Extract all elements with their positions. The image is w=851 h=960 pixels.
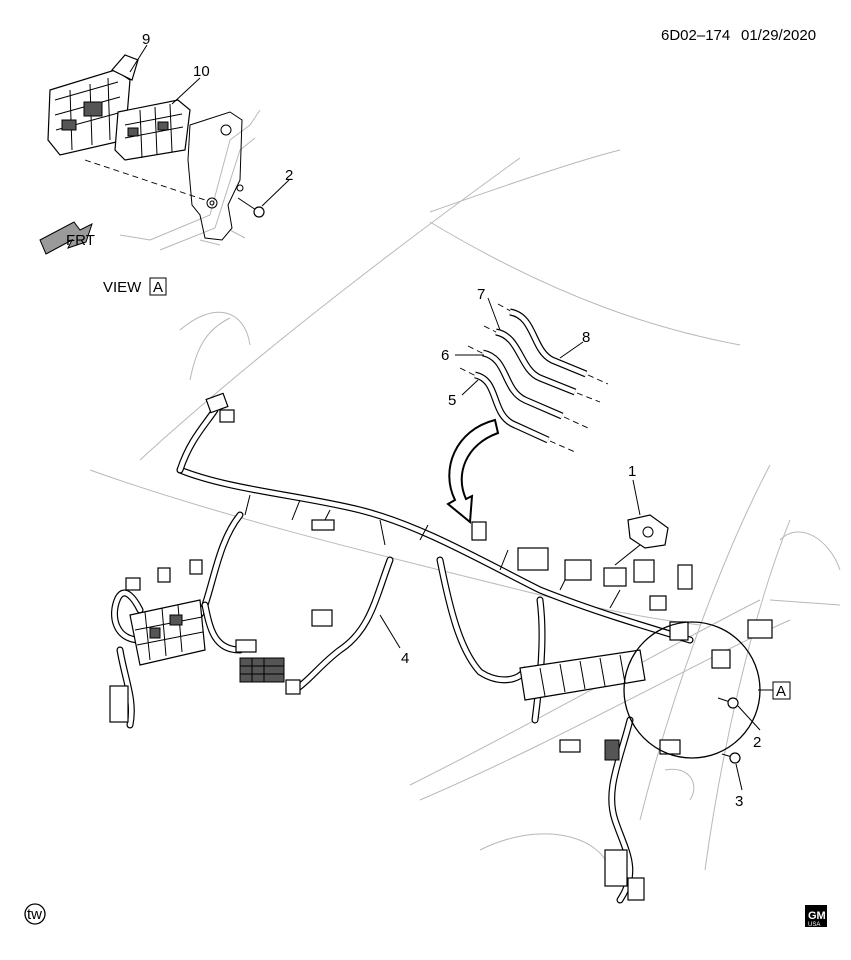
label-4: 4	[401, 650, 409, 667]
diagram-code: 6D02–174	[661, 27, 730, 44]
svg-text:FRT: FRT	[66, 232, 95, 249]
harness-connectors	[109, 392, 773, 901]
callout-ref-box	[772, 681, 791, 700]
label-8: 8	[582, 329, 590, 346]
gm-logo: GM USA	[805, 905, 827, 928]
main-harness	[111, 406, 694, 904]
label-9: 9	[142, 31, 150, 48]
fuse-block	[129, 599, 206, 666]
diagram-date: 01/29/2020	[741, 27, 816, 44]
view-label: VIEW	[103, 279, 142, 296]
label-10: 10	[193, 63, 210, 80]
callout-circle-a: A	[623, 621, 791, 759]
svg-text:tw: tw	[27, 906, 42, 923]
module-bracket	[187, 111, 243, 241]
view-ref-letter: A	[153, 279, 163, 296]
screw-3: 3	[721, 752, 743, 810]
label-5: 5	[448, 392, 456, 409]
bolt-2-main: 2	[717, 697, 761, 751]
svg-text:GM: GM	[808, 910, 826, 922]
label-2-inset: 2	[285, 167, 293, 184]
svg-text:USA: USA	[808, 922, 820, 928]
module-10	[114, 99, 191, 161]
vehicle-outline	[89, 149, 841, 871]
label-6: 6	[441, 347, 449, 364]
install-direction-arrow-icon	[446, 418, 500, 524]
tw-mark: tw	[24, 903, 46, 925]
view-ref-box	[149, 277, 167, 296]
label-1: 1	[628, 463, 636, 480]
label-3: 3	[735, 793, 743, 810]
callout-ref-letter: A	[776, 683, 786, 700]
module-9	[47, 54, 139, 156]
label-7: 7	[477, 286, 485, 303]
label-2-main: 2	[753, 734, 761, 751]
conduit-tubes: 5 6 7 8	[441, 286, 609, 453]
bolt-2-inset	[237, 197, 265, 218]
front-direction-arrow-icon: FRT	[39, 221, 95, 255]
view-a-inset: 9 10 2 FRT VIEW A	[39, 31, 293, 296]
part-1-clip: 1	[614, 463, 669, 566]
body-module-connector	[239, 657, 285, 683]
